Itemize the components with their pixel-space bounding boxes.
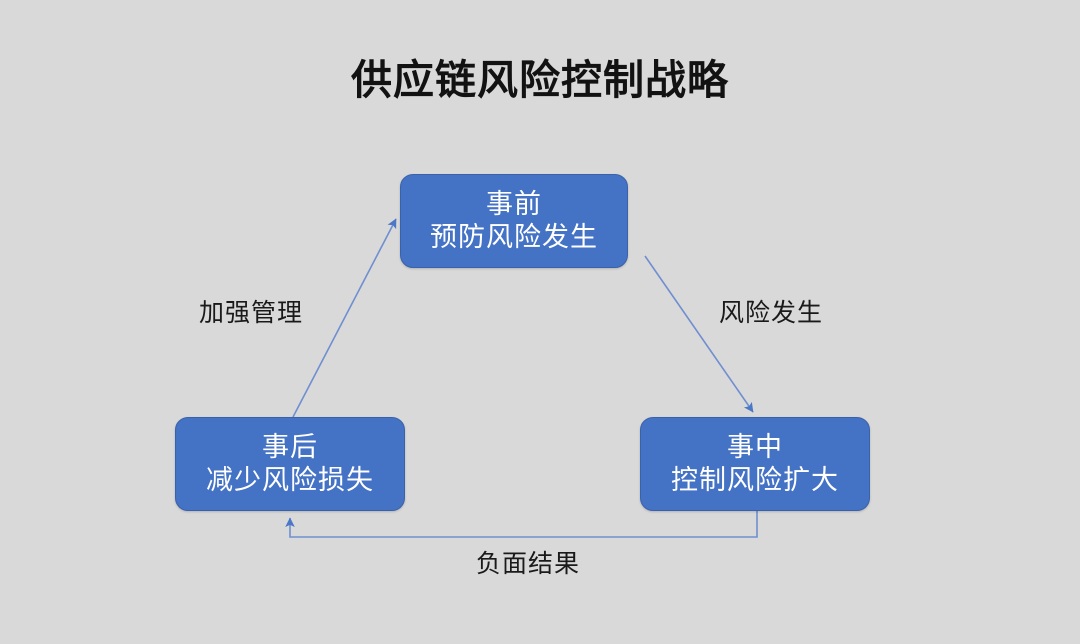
connector-strengthen-management: [292, 218, 397, 418]
node-during-description: 控制风险扩大: [671, 465, 839, 495]
node-before-event[interactable]: 事前 预防风险发生: [400, 174, 628, 268]
connector-label-risk-occurs: 风险发生: [719, 299, 824, 327]
node-during-stage: 事中: [727, 432, 783, 463]
node-during-event[interactable]: 事中 控制风险扩大: [640, 417, 870, 511]
node-after-stage: 事后: [262, 432, 318, 463]
node-before-description: 预防风险发生: [430, 222, 598, 252]
connector-label-strengthen-management: 加强管理: [199, 299, 304, 327]
connector-risk-occurs: [644, 255, 754, 413]
connector-label-negative-result: 负面结果: [476, 550, 581, 578]
node-after-event[interactable]: 事后 减少风险损失: [175, 417, 405, 511]
node-after-description: 减少风险损失: [206, 465, 374, 495]
connector-negative-result: [285, 511, 758, 538]
page-title: 供应链风险控制战略: [351, 57, 729, 103]
node-before-stage: 事前: [486, 189, 542, 220]
